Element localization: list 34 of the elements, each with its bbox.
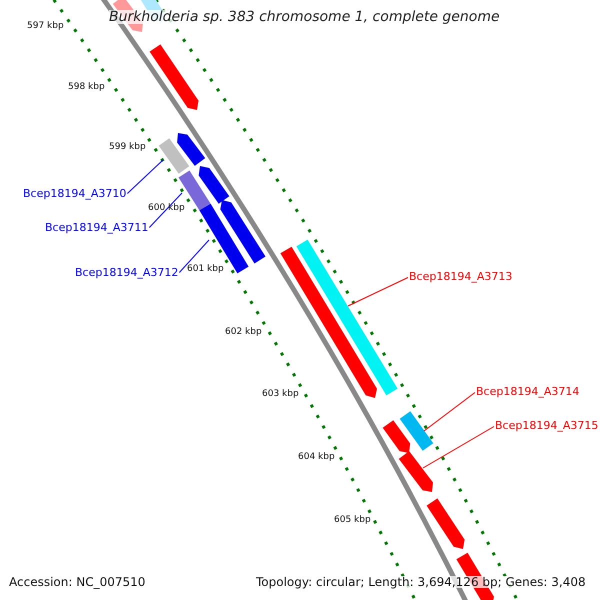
gene-label: Bcep18194_A3714 bbox=[476, 386, 580, 397]
gene-feature bbox=[400, 411, 434, 451]
gene-feature bbox=[150, 44, 198, 110]
scale-label: 598 kbp bbox=[68, 83, 105, 92]
gene-label: Bcep18194_A3710 bbox=[23, 188, 126, 199]
scale-label: 602 kbp bbox=[225, 328, 262, 337]
gene-feature bbox=[280, 246, 377, 398]
gene-label: Bcep18194_A3713 bbox=[409, 271, 512, 282]
scale-label: 601 kbp bbox=[187, 265, 224, 274]
leader-line bbox=[126, 160, 164, 194]
gene-feature bbox=[177, 133, 206, 166]
scale-label: 603 kbp bbox=[262, 390, 299, 399]
leader-line bbox=[422, 426, 494, 468]
leader-line bbox=[148, 192, 182, 228]
leader-line bbox=[424, 392, 476, 432]
scale-label: 599 kbp bbox=[109, 143, 146, 152]
leader-line bbox=[348, 277, 408, 306]
scale-label: 600 kbp bbox=[148, 204, 185, 213]
title: Burkholderia sp. 383 chromosome 1, complete genome bbox=[109, 10, 500, 24]
gene-feature bbox=[158, 138, 190, 174]
gene-label: Bcep18194_A3712 bbox=[75, 267, 178, 278]
footer-text: Topology: circular; Length: 3,694,126 bp; Genes: 3,408 bbox=[256, 576, 586, 588]
leader-line bbox=[178, 240, 210, 273]
gene-feature bbox=[398, 451, 433, 492]
gene-label: Bcep18194_A3715 bbox=[495, 420, 598, 431]
footer-text: Accession: NC_007510 bbox=[9, 576, 146, 588]
gene-feature bbox=[198, 166, 230, 204]
gene-feature bbox=[382, 420, 410, 453]
scale-label: 597 kbp bbox=[27, 22, 64, 31]
gene-feature bbox=[426, 498, 465, 549]
scale-label: 604 kbp bbox=[298, 453, 335, 462]
gene-feature bbox=[220, 200, 266, 264]
gene-label: Bcep18194_A3711 bbox=[45, 222, 148, 233]
scale-label: 605 kbp bbox=[334, 516, 371, 525]
